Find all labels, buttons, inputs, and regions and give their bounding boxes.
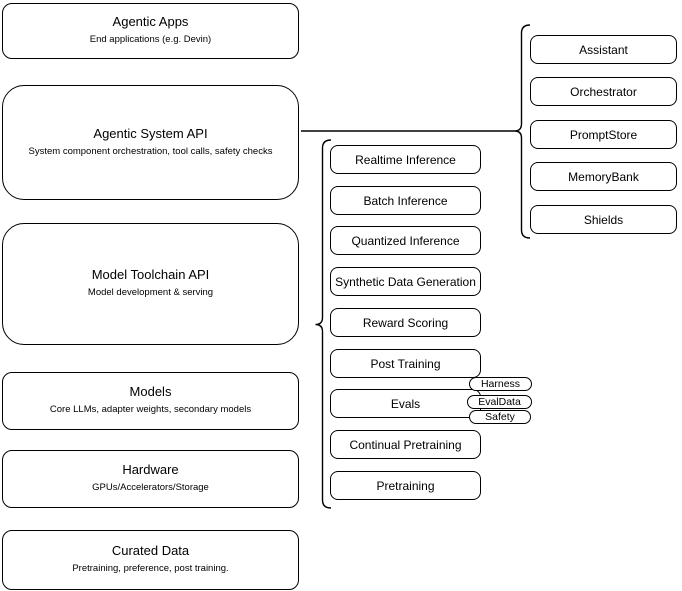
node-memorybank: MemoryBank bbox=[530, 162, 677, 191]
node-batch-inference: Batch Inference bbox=[330, 186, 481, 215]
pill-label: EvalData bbox=[478, 396, 521, 408]
toolchain-brace bbox=[315, 139, 332, 509]
node-label: Batch Inference bbox=[363, 193, 448, 208]
node-title: Models bbox=[129, 384, 172, 400]
node-continual-pretraining: Continual Pretraining bbox=[330, 430, 481, 459]
node-subtitle: Pretraining, preference, post training. bbox=[72, 563, 229, 575]
node-shields: Shields bbox=[530, 205, 677, 234]
node-realtime-inference: Realtime Inference bbox=[330, 145, 481, 174]
node-label: MemoryBank bbox=[568, 169, 639, 184]
node-subtitle: System component orchestration, tool cal… bbox=[28, 145, 273, 157]
node-title: Hardware bbox=[122, 462, 179, 478]
node-subtitle: Core LLMs, adapter weights, secondary mo… bbox=[49, 404, 252, 416]
node-quantized-inference: Quantized Inference bbox=[330, 226, 481, 255]
node-hardware: Hardware GPUs/Accelerators/Storage bbox=[2, 450, 299, 508]
node-title: Model Toolchain API bbox=[91, 267, 210, 283]
node-label: Orchestrator bbox=[570, 84, 637, 99]
node-label: Pretraining bbox=[376, 478, 435, 493]
node-pretraining: Pretraining bbox=[330, 471, 481, 500]
node-label: Reward Scoring bbox=[362, 315, 449, 330]
node-post-training: Post Training bbox=[330, 349, 481, 378]
node-orchestrator: Orchestrator bbox=[530, 77, 677, 106]
node-label: Quantized Inference bbox=[351, 233, 460, 248]
node-evals: Evals bbox=[330, 389, 481, 418]
node-label: Evals bbox=[390, 396, 421, 411]
node-label: Realtime Inference bbox=[355, 152, 456, 167]
node-label: Assistant bbox=[579, 42, 628, 57]
node-model-toolchain-api: Model Toolchain API Model development & … bbox=[2, 223, 299, 345]
node-subtitle: End applications (e.g. Devin) bbox=[89, 34, 212, 46]
node-reward-scoring: Reward Scoring bbox=[330, 308, 481, 337]
pill-label: Safety bbox=[485, 411, 515, 423]
node-models: Models Core LLMs, adapter weights, secon… bbox=[2, 372, 299, 430]
node-subtitle: GPUs/Accelerators/Storage bbox=[92, 482, 209, 494]
node-label: Synthetic Data Generation bbox=[335, 274, 476, 289]
node-agentic-apps: Agentic Apps End applications (e.g. Devi… bbox=[2, 3, 299, 59]
components-brace bbox=[514, 24, 531, 239]
node-label: PromptStore bbox=[569, 127, 638, 142]
node-title: Agentic Apps bbox=[112, 14, 189, 30]
node-label: Post Training bbox=[370, 356, 441, 371]
node-promptstore: PromptStore bbox=[530, 120, 677, 149]
node-subtitle: Model development & serving bbox=[87, 287, 214, 299]
node-title: Curated Data bbox=[111, 543, 190, 559]
node-assistant: Assistant bbox=[530, 35, 677, 64]
node-curated-data: Curated Data Pretraining, preference, po… bbox=[2, 530, 299, 590]
node-label: Shields bbox=[583, 212, 624, 227]
evals-tag-evaldata: EvalData bbox=[467, 395, 532, 409]
node-label: Continual Pretraining bbox=[349, 437, 462, 452]
node-title: Agentic System API bbox=[93, 125, 208, 141]
evals-tag-safety: Safety bbox=[469, 410, 531, 424]
pill-label: Harness bbox=[480, 378, 521, 390]
node-agentic-system-api: Agentic System API System component orch… bbox=[2, 85, 299, 200]
evals-tag-harness: Harness bbox=[469, 377, 532, 391]
node-synthetic-data-generation: Synthetic Data Generation bbox=[330, 267, 481, 296]
